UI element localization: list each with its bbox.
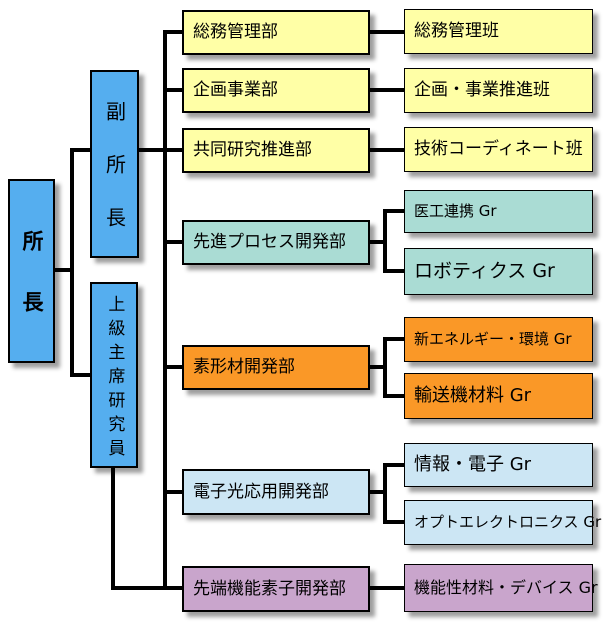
group-label: 情報・電子 Gr <box>414 454 532 476</box>
dept-label: 素形材開発部 <box>193 357 295 378</box>
group-label: 医工連携 Gr <box>414 202 497 221</box>
dept-advanced-devices: 先端機能素子開発部 <box>182 566 370 612</box>
group-label: 総務管理班 <box>414 21 499 42</box>
group-transport-materials: 輸送機材料 Gr <box>404 373 593 419</box>
connector-branch-orange <box>383 337 387 398</box>
dept-electro-optics: 電子光応用開発部 <box>182 469 370 515</box>
dept-label: 企画事業部 <box>193 80 278 101</box>
connector-dept1-group1 <box>370 88 404 92</box>
connector-branch-lightblue <box>383 463 387 524</box>
deputy-director-box: 副所長 <box>90 70 139 260</box>
connector-director-trunk <box>55 268 74 272</box>
dept-label: 先端機能素子開発部 <box>193 578 346 599</box>
dept-label: 先進プロセス開発部 <box>193 232 346 253</box>
group-label: 輸送機材料 Gr <box>414 385 532 407</box>
dept-label: 総務管理部 <box>193 22 278 43</box>
dept-advanced-process: 先進プロセス開発部 <box>182 220 370 265</box>
dept-label: 共同研究推進部 <box>193 140 312 161</box>
group-functional-materials-devices: 機能性材料・デバイス Gr <box>404 564 598 612</box>
group-new-energy-environment: 新エネルギー・環境 Gr <box>404 317 593 362</box>
connector-stub-dept-1 <box>167 88 182 92</box>
group-label: 企画・事業推進班 <box>414 80 550 101</box>
senior-chief-researcher-label: 上級主席研究員 <box>104 294 125 463</box>
connector-senior-dept-6 <box>111 586 182 590</box>
group-general-affairs: 総務管理班 <box>404 9 593 54</box>
connector-stub-group3 <box>383 209 404 213</box>
group-optoelectronics: オプトエレクトロニクス Gr <box>404 500 601 545</box>
connector-stub-group4 <box>383 269 404 273</box>
group-label: 機能性材料・デバイス Gr <box>414 578 598 598</box>
group-medical-engineering: 医工連携 Gr <box>404 190 593 233</box>
connector-stub-group5 <box>383 337 404 341</box>
group-label: ロボティクス Gr <box>414 260 555 283</box>
dept-planning-business: 企画事業部 <box>182 68 370 113</box>
connector-dept3-branch <box>370 240 387 244</box>
connector-trunk-deputy <box>70 148 92 152</box>
dept-joint-research: 共同研究推進部 <box>182 128 370 173</box>
dept-materials: 素形材開発部 <box>182 345 370 390</box>
connector-senior-down <box>111 468 115 590</box>
connector-dept2-group2 <box>370 148 404 152</box>
connector-deputy-depttrunk <box>139 148 167 152</box>
senior-chief-researcher-box: 上級主席研究員 <box>90 282 138 468</box>
dept-label: 電子光応用開発部 <box>193 481 329 502</box>
group-planning-promotion: 企画・事業推進班 <box>404 68 593 113</box>
deputy-director-label: 副所長 <box>102 101 127 260</box>
connector-dept0-group0 <box>370 30 404 34</box>
connector-stub-dept-3 <box>167 240 182 244</box>
group-tech-coordinate: 技術コーディネート班 <box>404 127 593 172</box>
group-robotics: ロボティクス Gr <box>404 248 593 295</box>
connector-dept4-branch <box>370 365 387 369</box>
connector-trunk-senior <box>70 373 92 377</box>
group-label: 技術コーディネート班 <box>414 139 583 160</box>
group-label: 新エネルギー・環境 Gr <box>414 330 572 349</box>
connector-stub-group8 <box>383 520 404 524</box>
connector-stub-group6 <box>383 394 404 398</box>
connector-stub-dept-4 <box>167 365 182 369</box>
connector-stub-dept-0 <box>167 30 182 34</box>
connector-left-trunk <box>70 148 74 377</box>
dept-general-affairs: 総務管理部 <box>182 10 370 55</box>
connector-stub-dept-2 <box>167 148 182 152</box>
connector-dept6-group9 <box>370 586 404 590</box>
group-label: オプトエレクトロニクス Gr <box>414 513 602 532</box>
director-box: 所長 <box>8 179 55 363</box>
connector-stub-dept-5 <box>167 490 182 494</box>
director-label: 所長 <box>20 230 45 352</box>
group-information-electronics: 情報・電子 Gr <box>404 443 593 487</box>
connector-branch-teal <box>383 209 387 273</box>
connector-dept-trunk <box>163 30 167 590</box>
connector-dept5-branch <box>370 490 387 494</box>
connector-stub-group7 <box>383 463 404 467</box>
